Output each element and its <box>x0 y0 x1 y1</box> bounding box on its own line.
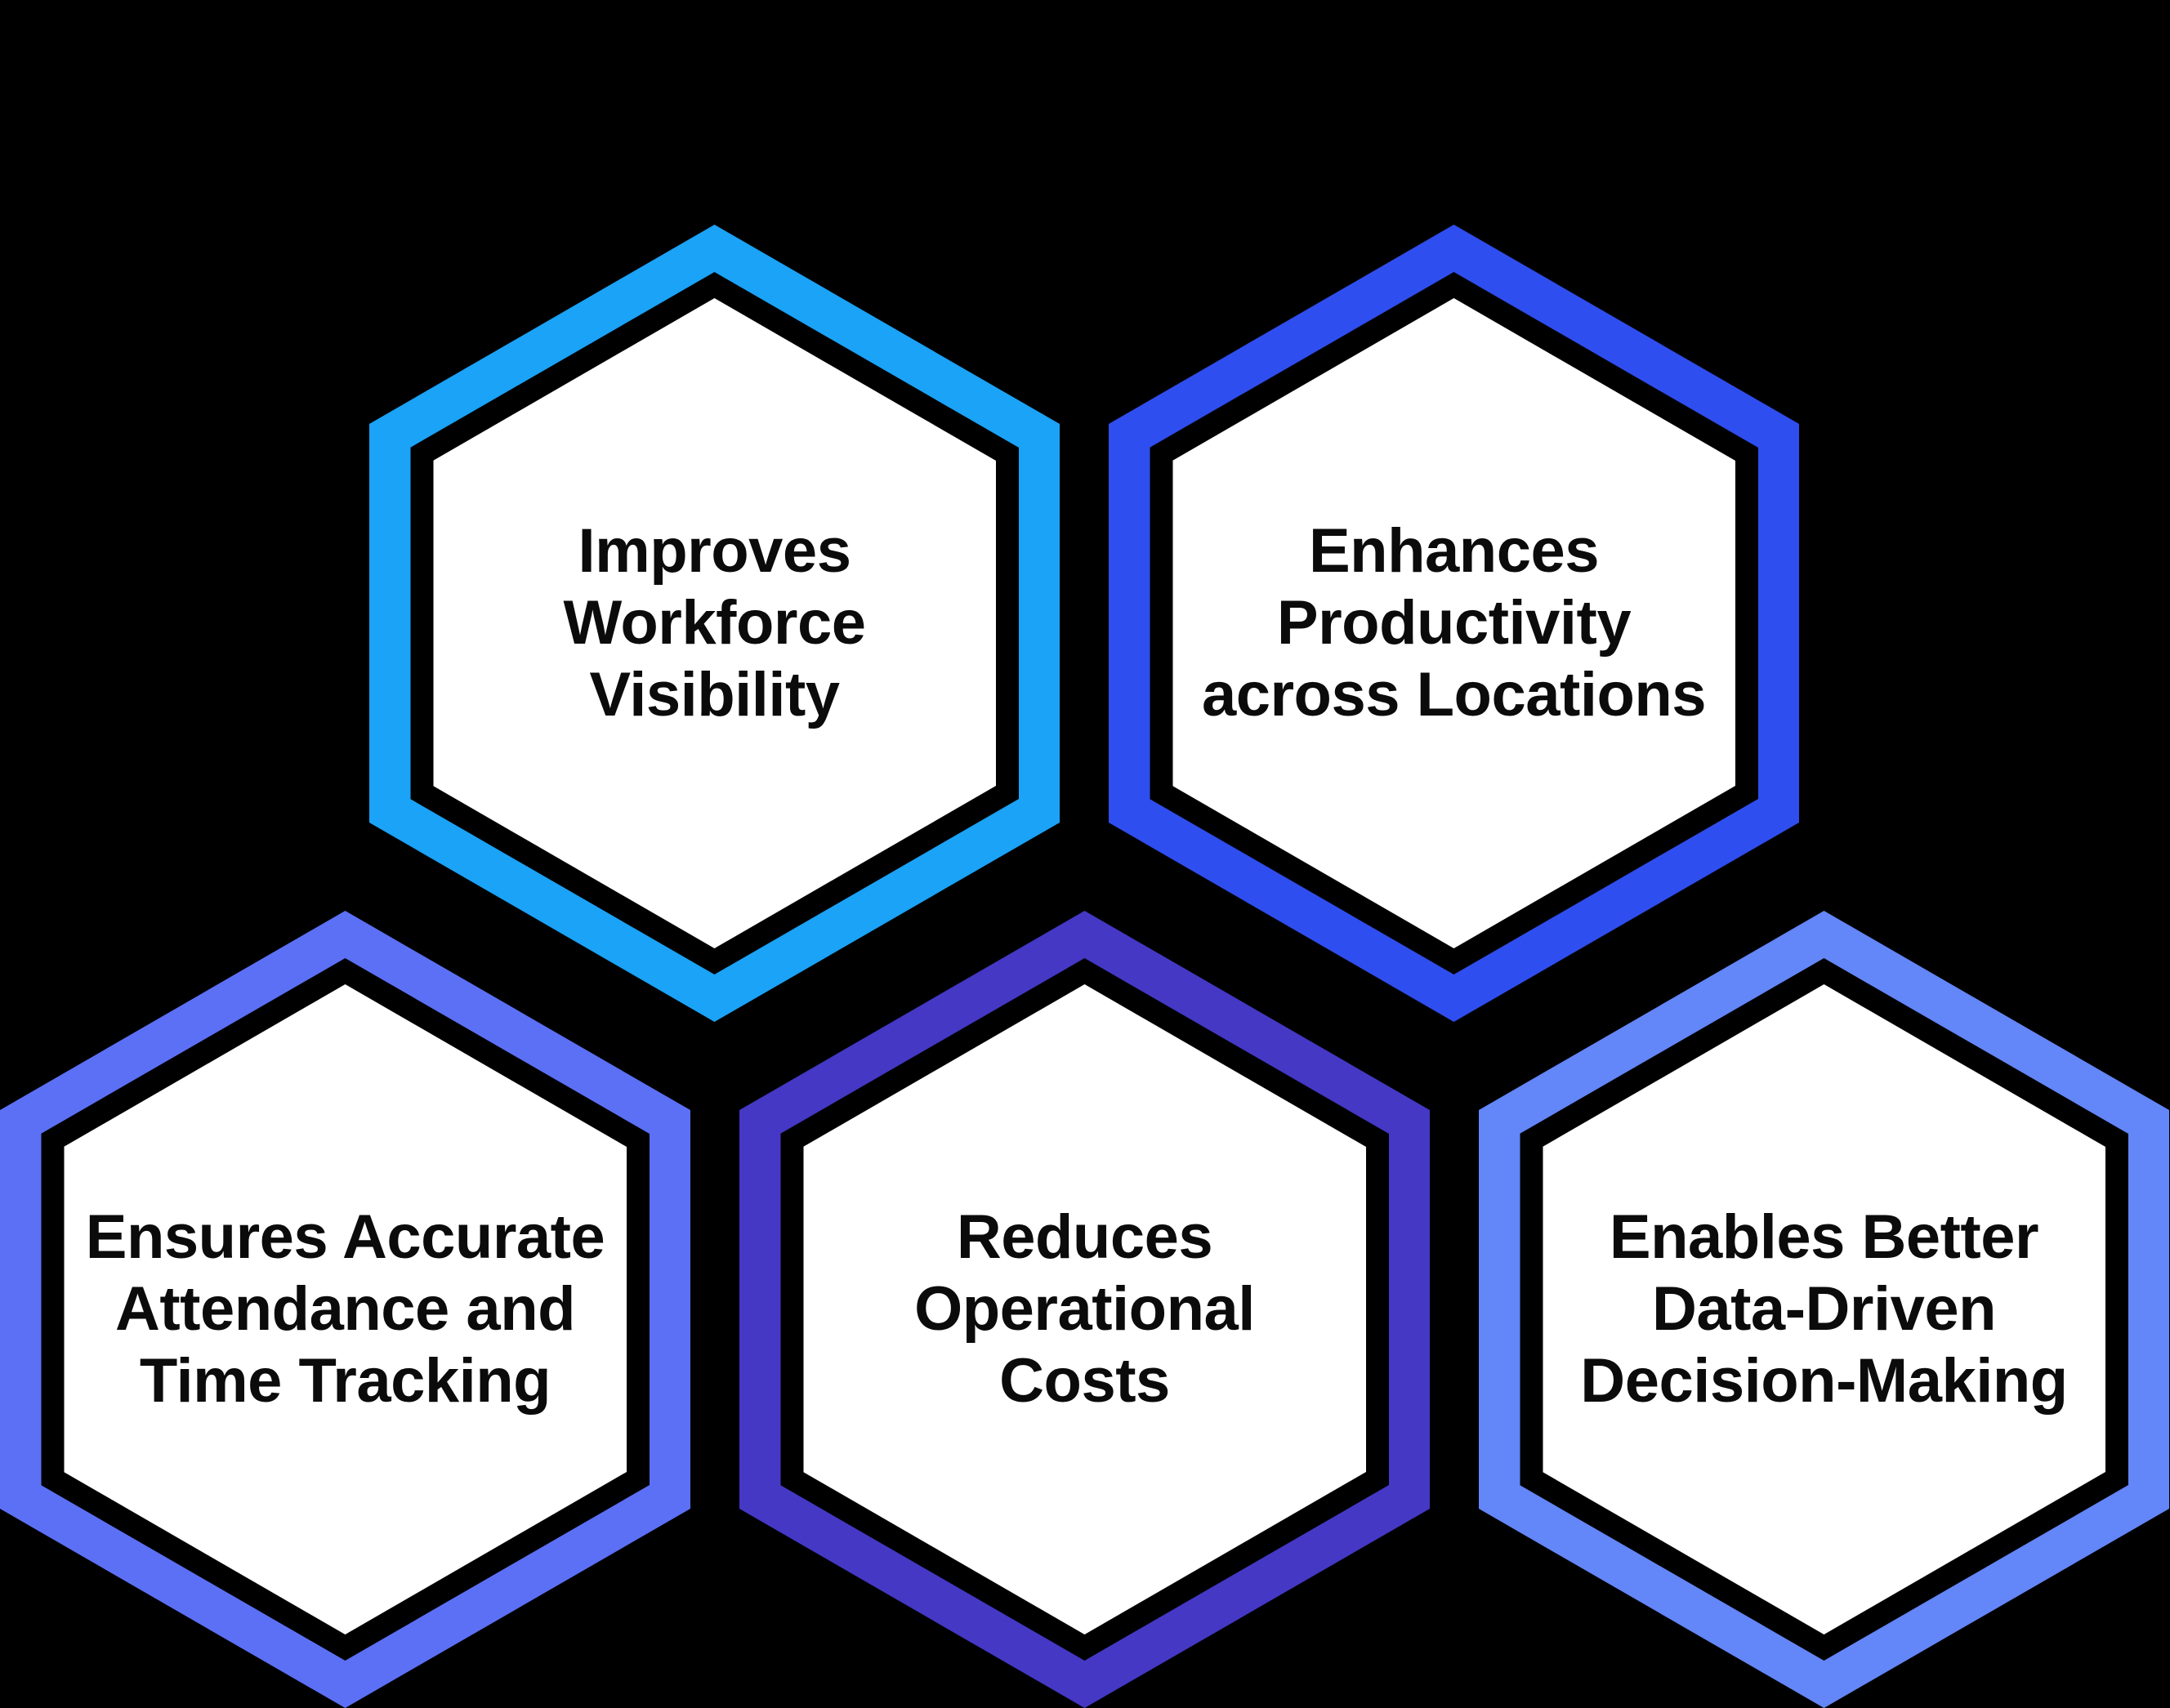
hexagon-reduces-operational-costs: Reduces Operational Costs <box>739 911 1430 1708</box>
hexagon-label: Ensures Accurate Attendance and Time Tra… <box>85 1202 605 1416</box>
hexagon-improves-workforce-visibility: Improves Workforce Visibility <box>369 225 1060 1022</box>
hexagon-ensures-accurate-attendance-time-tracking: Ensures Accurate Attendance and Time Tra… <box>0 911 690 1708</box>
hexagon-enhances-productivity-across-locations: Enhances Productivity across Locations <box>1109 225 1799 1022</box>
hexagon-label: Enables Better Data-Driven Decision-Maki… <box>1580 1202 2068 1416</box>
benefits-hexagon-diagram: Improves Workforce Visibility Enhances P… <box>0 225 2169 1708</box>
hexagon-label: Reduces Operational Costs <box>914 1202 1255 1416</box>
hexagon-enables-better-data-driven-decision-making: Enables Better Data-Driven Decision-Maki… <box>1479 911 2169 1708</box>
hexagon-label: Enhances Productivity across Locations <box>1201 516 1707 729</box>
hexagon-label: Improves Workforce Visibility <box>563 516 866 729</box>
